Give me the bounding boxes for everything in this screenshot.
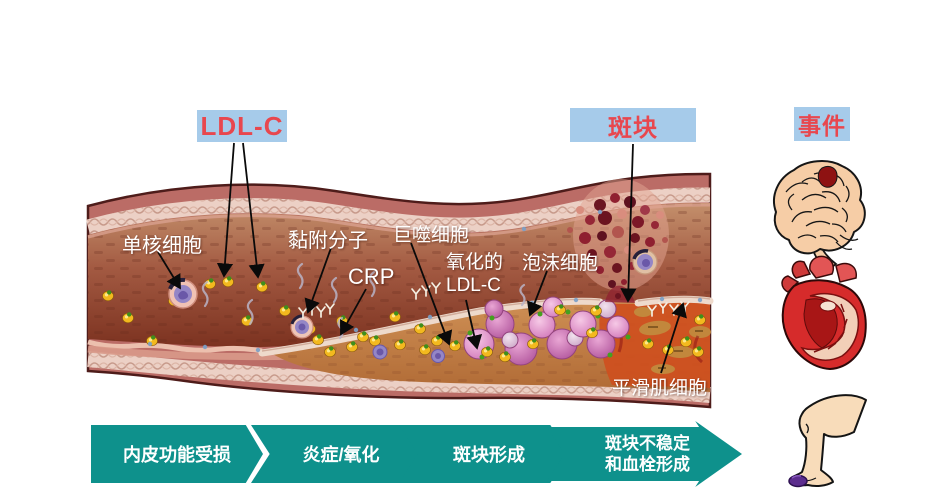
process-step-endothelial-dysfunction: 内皮功能受损 (91, 425, 263, 483)
plaque-label-box: 斑块 (570, 108, 696, 142)
leg-icon (788, 394, 867, 488)
events-label-box: 事件 (794, 107, 850, 141)
process-step-plaque-formation: 斑块形成 (399, 425, 569, 483)
process-step-inflammation-oxidation: 炎症/氧化 (251, 425, 421, 483)
endothelium-dots (147, 209, 703, 353)
ldl-c-label-box: LDL-C (197, 110, 287, 142)
annotation-arrows (157, 142, 687, 374)
process-step-plaque-instability-thrombosis: 斑块不稳定 和血栓形成 (547, 421, 742, 487)
heart-icon (781, 255, 867, 371)
